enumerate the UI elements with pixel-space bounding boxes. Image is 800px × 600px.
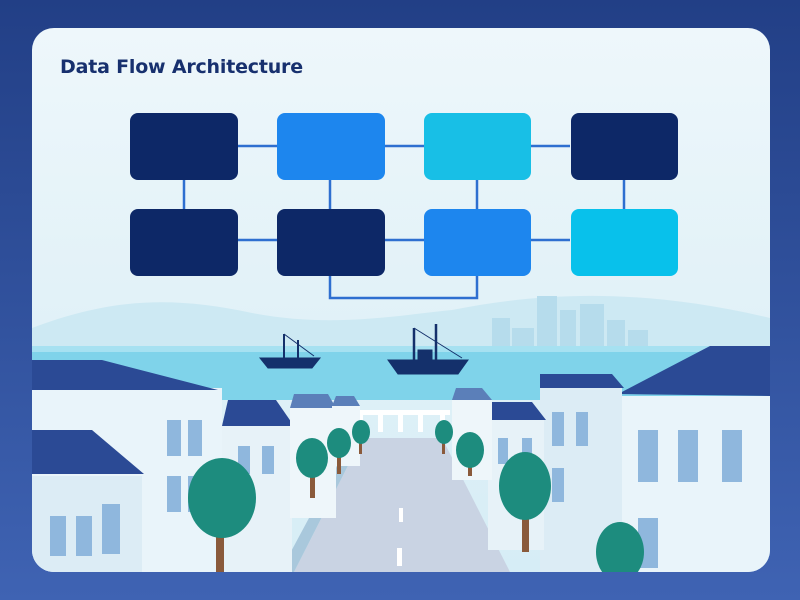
node-r2-c2[interactable] xyxy=(277,209,385,276)
node-r1-c2[interactable] xyxy=(277,113,385,180)
page-title: Data Flow Architecture xyxy=(60,56,303,78)
scene-illustration xyxy=(32,113,770,572)
node-r1-c4[interactable] xyxy=(571,113,678,180)
node-r1-c1[interactable] xyxy=(130,113,238,180)
node-r2-c1[interactable] xyxy=(130,209,238,276)
node-r1-c3[interactable] xyxy=(424,113,531,180)
fishing-boat-icon xyxy=(387,324,469,375)
node-r2-c3[interactable] xyxy=(424,209,531,276)
diagram-card: Data Flow Architecture xyxy=(32,28,770,572)
houses-icon xyxy=(32,360,360,572)
connectors xyxy=(182,144,626,300)
fishing-boat-icon xyxy=(258,333,322,369)
trees-icon xyxy=(188,420,644,572)
node-r2-c4[interactable] xyxy=(571,209,678,276)
